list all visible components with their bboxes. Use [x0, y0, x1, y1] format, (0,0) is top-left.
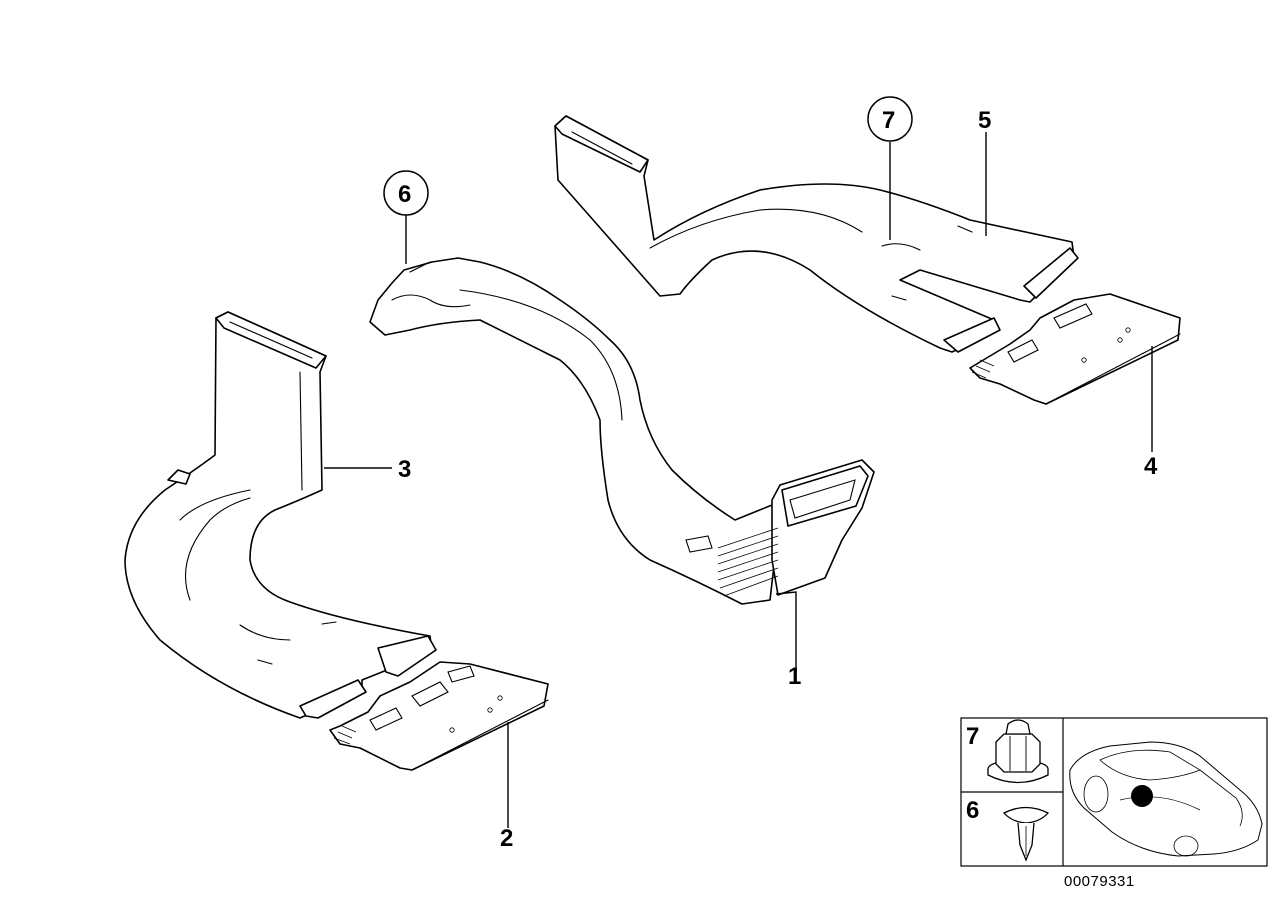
callout-6-circle — [383, 170, 429, 216]
car-location-icon — [1069, 741, 1263, 857]
callout-4: 4 — [1144, 453, 1158, 480]
hex-nut-icon — [987, 719, 1049, 784]
part-2-left-connector — [329, 661, 549, 771]
leader-lines — [324, 132, 1153, 828]
part-4-right-connector — [969, 293, 1181, 405]
corrugation-ribs — [717, 527, 779, 597]
callout-3: 3 — [398, 456, 411, 483]
part-5-right-duct — [554, 115, 1079, 353]
callout-2: 2 — [500, 825, 513, 852]
callout-7-circle — [867, 96, 913, 142]
part-3-left-duct — [124, 311, 437, 719]
part-1-center-duct — [369, 257, 875, 605]
inset-label-7: 7 — [966, 723, 979, 750]
reference-number: 00079331 — [1064, 873, 1135, 890]
callout-1: 1 — [788, 663, 801, 690]
location-dot — [1131, 785, 1153, 807]
expanding-rivet-icon — [1002, 806, 1050, 862]
callout-7: 7 — [882, 107, 895, 134]
callout-labels: 1 2 3 4 5 6 7 — [383, 96, 1158, 852]
callout-5: 5 — [978, 107, 991, 134]
inset-panel: 7 6 — [960, 717, 1268, 867]
callout-6: 6 — [398, 181, 411, 208]
inset-label-6: 6 — [966, 797, 979, 824]
